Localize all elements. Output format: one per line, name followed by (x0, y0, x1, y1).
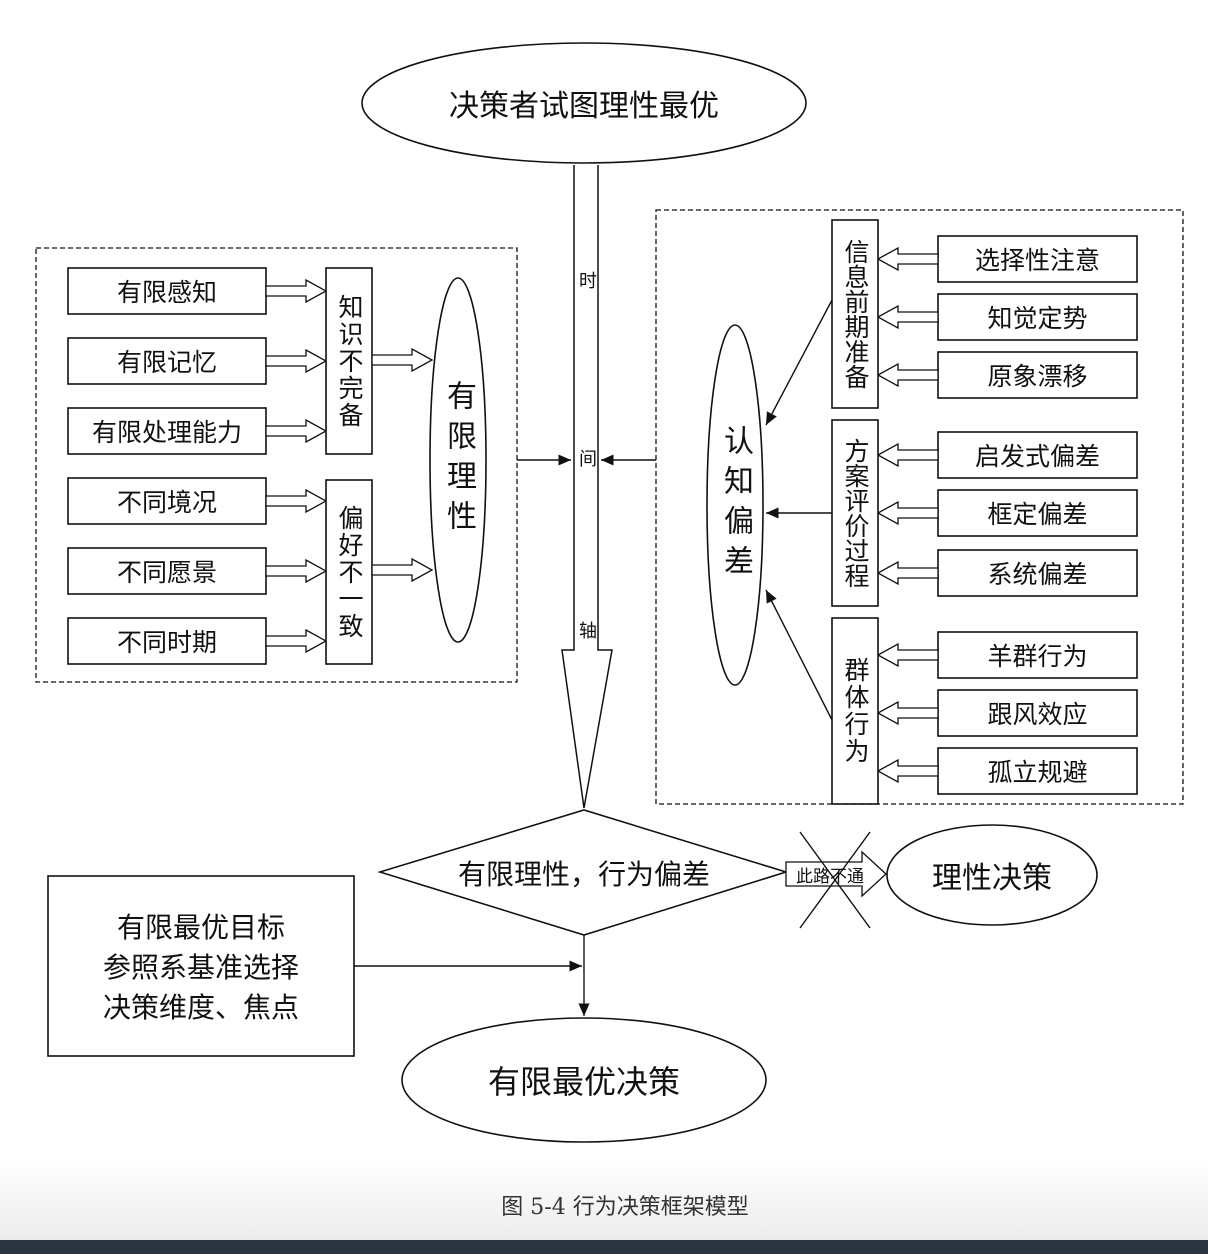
hollow-arrow-icon (876, 442, 939, 468)
right-middle-box-2 (831, 419, 879, 607)
right-input-3: 原象漂移 (987, 362, 1088, 391)
diamond-label: 有限理性，行为偏差 (457, 858, 710, 891)
time-axis-label-1: 时 (579, 271, 597, 292)
left-middle-1: 知识不完备 (335, 293, 364, 429)
hollow-arrow-icon (265, 488, 328, 514)
right-input-9: 孤立规避 (987, 758, 1088, 787)
right-input-6: 系统偏差 (987, 560, 1088, 589)
blocked-arrow-label: 此路不通 (796, 866, 864, 887)
left-input-1: 有限感知 (116, 278, 217, 307)
right-middle-3: 群体行为 (841, 657, 870, 765)
hollow-arrow-icon (371, 347, 434, 373)
right-middle-1: 信息前期准备 (841, 239, 870, 389)
right-input-5: 框定偏差 (987, 500, 1088, 529)
right-input-2: 知觉定势 (987, 304, 1088, 333)
left-input-4: 不同境况 (116, 488, 217, 517)
hollow-arrow-icon (876, 560, 939, 586)
arrow-info-to-bias (765, 299, 833, 426)
hollow-arrow-icon (876, 362, 939, 388)
left-input-2: 有限记忆 (116, 348, 217, 377)
hollow-arrow-icon (876, 642, 939, 668)
right-input-box-6 (937, 549, 1138, 597)
right-input-box-4 (937, 431, 1138, 479)
blocked-hollow-arrow (785, 850, 887, 898)
left-middle-2: 偏好不一致 (335, 504, 364, 640)
left-input-box-4 (67, 477, 267, 525)
bounded-rationality-label: 有限理性 (441, 380, 476, 540)
hollow-arrow-icon (265, 558, 328, 584)
right-input-8: 跟风效应 (987, 700, 1088, 729)
hollow-arrow-icon (265, 418, 328, 444)
right-input-box-8 (937, 689, 1138, 737)
time-axis-arrow (561, 165, 613, 809)
right-dashed-group (655, 209, 1184, 805)
right-input-box-7 (937, 631, 1138, 679)
hollow-arrow-icon (876, 246, 939, 272)
hollow-arrow-icon (876, 500, 939, 526)
cognitive-bias-ellipse (706, 324, 764, 686)
top-ellipse-label: 决策者试图理性最优 (449, 89, 719, 124)
top-ellipse (361, 42, 807, 164)
right-input-box-1 (937, 235, 1138, 283)
left-dashed-group (35, 247, 518, 683)
final-ellipse-label: 有限最优决策 (487, 1063, 680, 1101)
hollow-arrow-icon (265, 348, 328, 374)
time-axis-label-2: 间 (579, 449, 597, 470)
left-input-box-1 (67, 267, 267, 315)
right-input-box-2 (937, 293, 1138, 341)
rational-decision-label: 理性决策 (932, 861, 1052, 896)
right-input-box-9 (937, 747, 1138, 795)
left-input-6: 不同时期 (116, 628, 217, 657)
cognitive-bias-label: 认知偏差 (718, 425, 753, 585)
page-background (0, 1160, 1208, 1240)
hollow-arrow-icon (371, 557, 434, 583)
right-middle-box-1 (831, 219, 879, 409)
right-middle-2: 方案评价过程 (841, 438, 870, 588)
left-input-5: 不同愿景 (116, 558, 217, 587)
right-middle-box-3 (831, 617, 879, 805)
reference-box (47, 875, 355, 1057)
right-input-7: 羊群行为 (987, 642, 1088, 671)
left-input-box-6 (67, 617, 267, 665)
bounded-rationality-ellipse (429, 277, 487, 643)
hollow-arrow-icon (265, 628, 328, 654)
left-middle-box-2 (325, 479, 373, 665)
reference-line-1: 有限最优目标 (116, 911, 285, 944)
cross-mark-line (799, 831, 871, 929)
final-decision-ellipse (401, 1017, 767, 1143)
reference-line-3: 决策维度、焦点 (102, 991, 299, 1024)
right-input-4: 启发式偏差 (974, 442, 1100, 471)
figure-caption: 图 5-4 行为决策框架模型 (501, 1195, 749, 1220)
arrow-group-to-bias (765, 589, 833, 721)
hollow-arrow-icon (876, 304, 939, 330)
rational-decision-ellipse (886, 824, 1098, 926)
bottom-bar (0, 1240, 1208, 1254)
reference-line-2: 参照系基准选择 (102, 951, 299, 984)
left-input-box-3 (67, 407, 267, 455)
hollow-arrow-icon (876, 758, 939, 784)
hollow-arrow-icon (265, 278, 328, 304)
right-input-box-5 (937, 489, 1138, 537)
time-axis-label-3: 轴 (579, 621, 597, 642)
right-input-1: 选择性注意 (974, 246, 1100, 275)
left-middle-box-1 (325, 267, 373, 455)
hollow-arrow-icon (876, 700, 939, 726)
left-input-3: 有限处理能力 (91, 418, 242, 447)
